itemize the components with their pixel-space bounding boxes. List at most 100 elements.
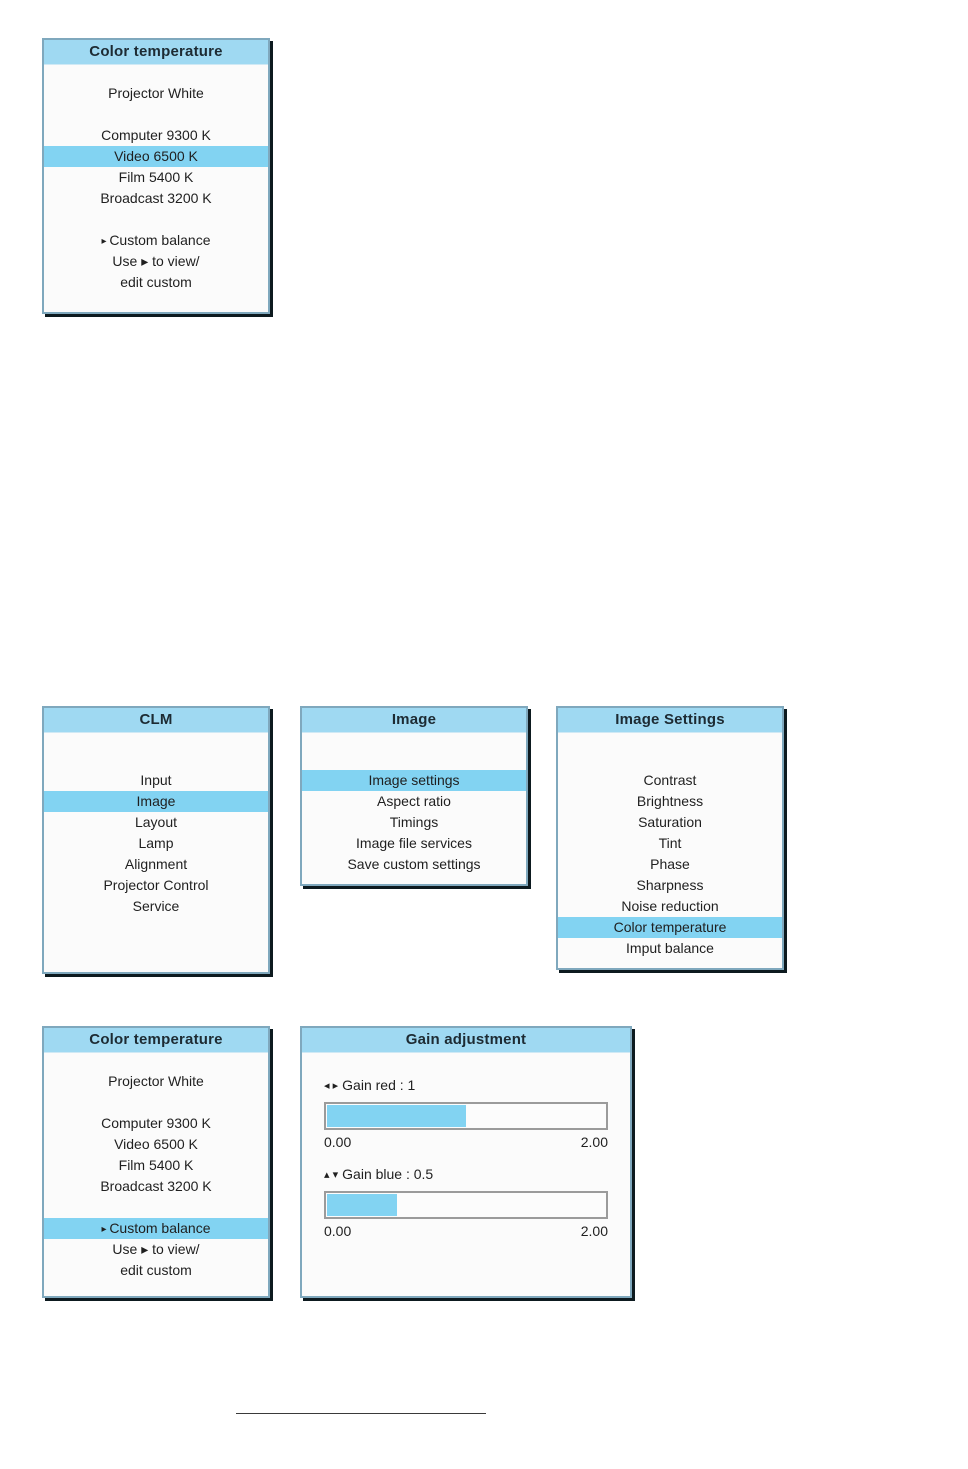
menu-item-label: edit custom bbox=[120, 274, 192, 290]
menu-item[interactable]: Color temperature bbox=[558, 917, 782, 938]
menu-item-label: Save custom settings bbox=[347, 856, 481, 872]
gain-slider-label: ▴ ▾ Gain blue : 0.5 bbox=[302, 1164, 630, 1184]
menu-item-label: Saturation bbox=[638, 814, 702, 830]
menu-item-label: Custom balance bbox=[109, 232, 211, 248]
menu-item-label: Computer 9300 K bbox=[101, 1115, 211, 1131]
menu-item[interactable]: edit custom bbox=[44, 272, 268, 293]
menu-item-label: Sharpness bbox=[636, 877, 704, 893]
gain-slider-label: ◂ ▸ Gain red : 1 bbox=[302, 1075, 630, 1095]
footer-divider bbox=[236, 1413, 486, 1414]
menu-item[interactable]: Brightness bbox=[558, 791, 782, 812]
gain-slider-max-label: 2.00 bbox=[580, 1134, 608, 1150]
menu-item[interactable]: Imput balance bbox=[558, 938, 782, 959]
menu-item[interactable]: Tint bbox=[558, 833, 782, 854]
menu-item[interactable]: Use ▸ to view/ bbox=[44, 251, 268, 272]
panel-title: Image bbox=[302, 708, 526, 733]
menu-item[interactable]: Image settings bbox=[302, 770, 526, 791]
adjust-arrows-icon[interactable]: ▴ ▾ bbox=[324, 1169, 342, 1181]
panel-body: Projector White Computer 9300 K Video 650… bbox=[44, 65, 268, 312]
menu-item-label: Use ▸ to view/ bbox=[112, 1241, 200, 1257]
menu-item[interactable]: ▸ Custom balance bbox=[44, 230, 268, 251]
menu-item[interactable]: Timings bbox=[302, 812, 526, 833]
menu-item[interactable]: Contrast bbox=[558, 770, 782, 791]
menu-item[interactable]: Noise reduction bbox=[558, 896, 782, 917]
menu-item-label: Aspect ratio bbox=[377, 793, 451, 809]
adjust-arrows-icon[interactable]: ◂ ▸ bbox=[324, 1080, 342, 1092]
panel-body: Projector White Computer 9300 K Video 650… bbox=[44, 1053, 268, 1296]
menu-item[interactable]: Computer 9300 K bbox=[44, 1113, 268, 1134]
menu-item[interactable]: edit custom bbox=[44, 1260, 268, 1281]
menu-item[interactable]: Input bbox=[44, 770, 268, 791]
menu-item-label: Computer 9300 K bbox=[101, 127, 211, 143]
menu-item-label: Broadcast 3200 K bbox=[100, 190, 212, 206]
menu-item[interactable]: Video 6500 K bbox=[44, 1134, 268, 1155]
menu-item[interactable]: Broadcast 3200 K bbox=[44, 1176, 268, 1197]
menu-item[interactable]: Broadcast 3200 K bbox=[44, 188, 268, 209]
menu-item[interactable]: Computer 9300 K bbox=[44, 125, 268, 146]
menu-item[interactable]: Projector Control bbox=[44, 875, 268, 896]
menu-item-label: Film 5400 K bbox=[118, 169, 194, 185]
menu-item-label: Color temperature bbox=[613, 919, 727, 935]
menu-item-label: Alignment bbox=[124, 856, 188, 872]
caret-right-icon: ▸ bbox=[101, 236, 110, 247]
menu-item[interactable]: Sharpness bbox=[558, 875, 782, 896]
gain-slider-text: Gain blue : 0.5 bbox=[342, 1166, 434, 1182]
menu-item-label: Contrast bbox=[643, 772, 697, 788]
gain-slider-fill bbox=[327, 1194, 397, 1216]
osd-panel-color-temperature-bottom: Color temperature Projector White Comput… bbox=[42, 1026, 270, 1298]
panel-title: CLM bbox=[44, 708, 268, 733]
menu-item-label: Noise reduction bbox=[621, 898, 719, 914]
menu-item-label: Video 6500 K bbox=[114, 148, 198, 164]
menu-item-label: Layout bbox=[134, 814, 178, 830]
menu-item[interactable]: Projector White bbox=[44, 1071, 268, 1092]
panel-title: Image Settings bbox=[558, 708, 782, 733]
panel-title: Gain adjustment bbox=[302, 1028, 630, 1053]
menu-item[interactable]: Phase bbox=[558, 854, 782, 875]
gain-slider-min-label: 0.00 bbox=[324, 1223, 352, 1239]
menu-item-label: Service bbox=[132, 898, 180, 914]
menu-item[interactable]: Layout bbox=[44, 812, 268, 833]
menu-item-label: Image settings bbox=[368, 772, 460, 788]
gain-slider-fill bbox=[327, 1105, 466, 1127]
menu-item[interactable]: Saturation bbox=[558, 812, 782, 833]
menu-item[interactable]: Save custom settings bbox=[302, 854, 526, 875]
menu-item-label: Imput balance bbox=[626, 940, 714, 956]
menu-item-label: Film 5400 K bbox=[118, 1157, 194, 1173]
menu-item-label: Brightness bbox=[636, 793, 704, 809]
menu-item[interactable]: Lamp bbox=[44, 833, 268, 854]
gain-slider-text: Gain red : 1 bbox=[342, 1077, 416, 1093]
menu-spacer bbox=[44, 749, 268, 770]
menu-item[interactable]: Film 5400 K bbox=[44, 1155, 268, 1176]
menu-item-label: Broadcast 3200 K bbox=[100, 1178, 212, 1194]
menu-item[interactable]: Image bbox=[44, 791, 268, 812]
menu-item-label: Use ▸ to view/ bbox=[112, 253, 200, 269]
menu-item-label: Projector White bbox=[108, 1073, 204, 1089]
menu-item[interactable]: Film 5400 K bbox=[44, 167, 268, 188]
menu-item-label: Input bbox=[140, 772, 172, 788]
menu-item[interactable]: Projector White bbox=[44, 83, 268, 104]
gain-slider-track[interactable] bbox=[324, 1191, 608, 1219]
menu-item[interactable]: Service bbox=[44, 896, 268, 917]
menu-item-label: Tint bbox=[658, 835, 682, 851]
gain-slider-track[interactable] bbox=[324, 1102, 608, 1130]
menu-spacer bbox=[44, 209, 268, 230]
caret-right-icon: ▸ bbox=[101, 1224, 110, 1235]
menu-item[interactable]: Aspect ratio bbox=[302, 791, 526, 812]
menu-spacer bbox=[44, 1197, 268, 1218]
menu-item[interactable]: Image file services bbox=[302, 833, 526, 854]
menu-item-label: Projector White bbox=[108, 85, 204, 101]
menu-item[interactable]: Use ▸ to view/ bbox=[44, 1239, 268, 1260]
menu-item[interactable]: Video 6500 K bbox=[44, 146, 268, 167]
menu-item[interactable]: Alignment bbox=[44, 854, 268, 875]
menu-item[interactable]: ▸ Custom balance bbox=[44, 1218, 268, 1239]
